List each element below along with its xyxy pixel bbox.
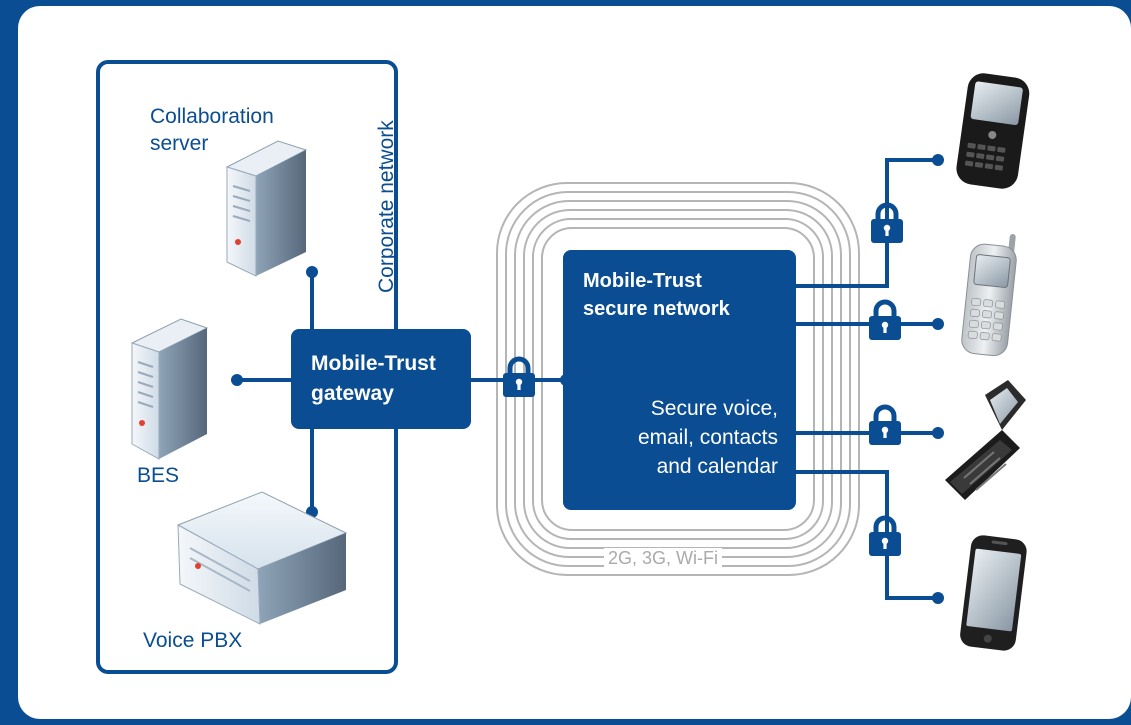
bes-server-icon — [130, 318, 209, 460]
collaboration-server-label-line2: server — [150, 132, 209, 155]
secure-network-title-line2: secure network — [583, 298, 730, 320]
services-line2: email, contacts — [637, 426, 778, 449]
collaboration-server-icon — [225, 140, 308, 277]
blackberry-phone-icon — [956, 73, 1030, 189]
carrier-rings-label: 2G, 3G, Wi-Fi — [604, 548, 723, 569]
gateway-box: Mobile-Trust gateway — [291, 329, 471, 429]
collaboration-server-label: Collaboration server — [150, 103, 274, 157]
smartphone-icon — [960, 535, 1027, 651]
gateway-label-line1: Mobile-Trust — [311, 352, 436, 375]
secure-network-title-line1: Mobile-Trust — [583, 270, 702, 292]
voice-pbx-icon — [176, 491, 348, 625]
flip-phone-icon — [945, 380, 1026, 500]
feature-phone-icon — [961, 234, 1017, 357]
collaboration-server-label-line1: Collaboration — [150, 105, 274, 128]
services-line1: Secure voice, — [650, 397, 778, 420]
gateway-label-line2: gateway — [311, 382, 394, 405]
voice-pbx-label: Voice PBX — [143, 629, 243, 652]
bes-label: BES — [137, 464, 180, 487]
services-line3: and calendar — [656, 455, 778, 478]
secure-network-box: Mobile-Trust secure network Secure voice… — [563, 250, 796, 510]
